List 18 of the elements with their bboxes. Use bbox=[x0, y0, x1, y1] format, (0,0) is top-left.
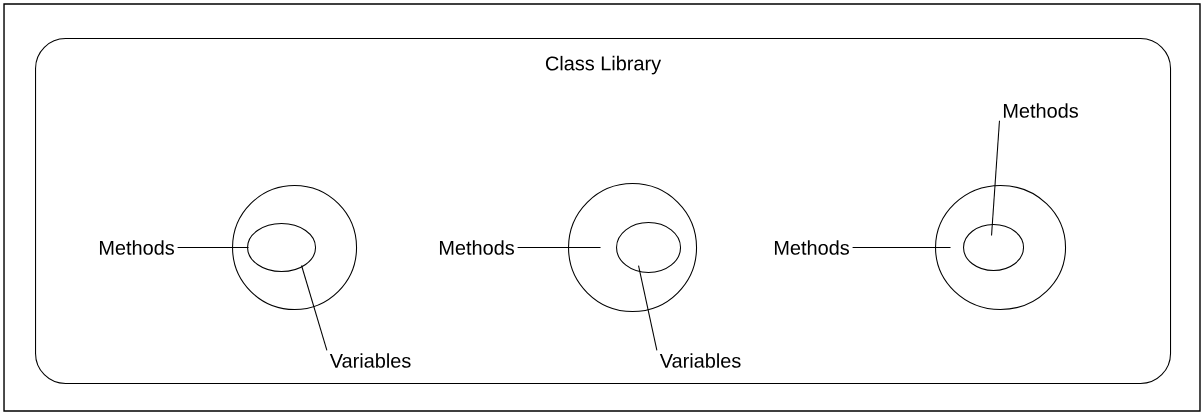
leader-line bbox=[852, 247, 952, 249]
text-label: Variables bbox=[329, 353, 411, 368]
inner-circle bbox=[247, 223, 317, 273]
inner-circle bbox=[616, 222, 682, 274]
text-label: Methods bbox=[440, 240, 514, 255]
leader-line bbox=[177, 247, 250, 249]
outer-circle bbox=[568, 183, 698, 313]
leader-line bbox=[638, 265, 658, 351]
text-label: Methods bbox=[100, 240, 174, 255]
inner-circle bbox=[963, 224, 1025, 272]
outer-circle bbox=[232, 185, 358, 311]
leader-line bbox=[991, 120, 1000, 237]
leader-line bbox=[517, 247, 602, 249]
text-label: Methods bbox=[1003, 103, 1078, 118]
leader-line bbox=[301, 265, 328, 351]
outer-circle bbox=[935, 185, 1067, 311]
text-label: Methods bbox=[775, 240, 849, 255]
text-label: Variables bbox=[659, 353, 741, 368]
